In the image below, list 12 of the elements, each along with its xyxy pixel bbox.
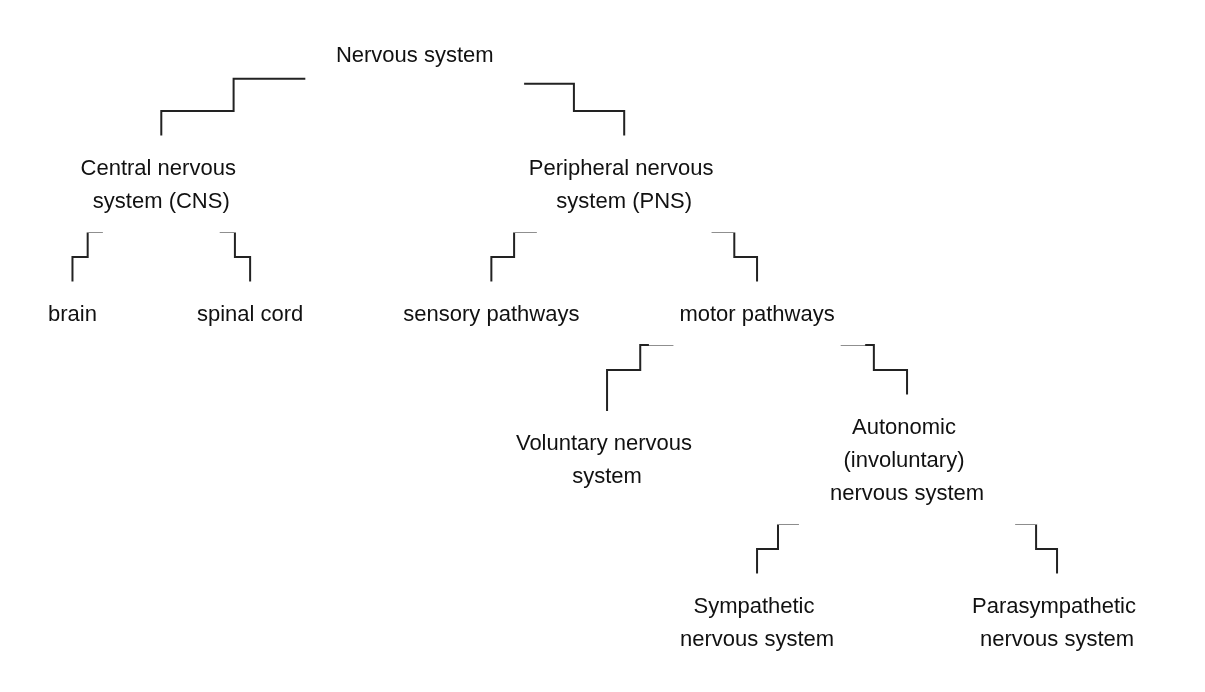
node-text: spinal cord [196, 300, 304, 326]
connector [522, 82, 626, 137]
connector [160, 77, 307, 137]
node-text: Sympathetic nervous system [679, 592, 835, 651]
node-text: Voluntary nervous system [515, 429, 692, 488]
node-text: Autonomic (involuntary) nervous system [829, 413, 985, 505]
node-text: Parasympathetic nervous system [972, 592, 1136, 651]
node-text: brain [47, 300, 97, 326]
node-text: Central nervous system (CNS) [80, 154, 236, 213]
node-text: sensory pathways [403, 300, 580, 326]
node-text: Nervous system [335, 41, 494, 67]
node-text: Peripheral nervous system (PNS) [528, 154, 714, 213]
